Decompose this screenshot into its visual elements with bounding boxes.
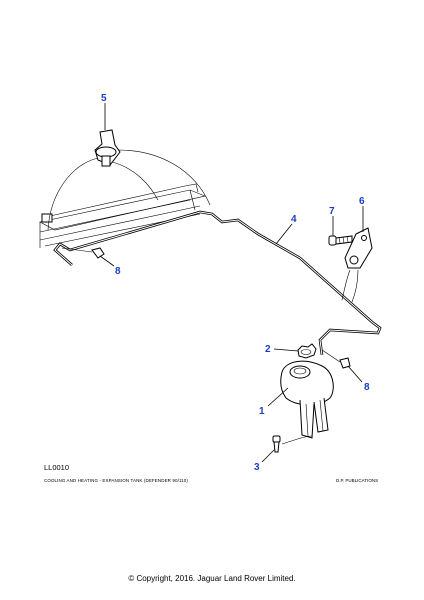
pipe-clip-left <box>61 247 105 259</box>
expansion-tank-part <box>280 360 334 439</box>
diagram-reference: LL0010 <box>44 463 70 472</box>
diagram-caption: COOLING AND HEATING - EXPANSION TANK (DE… <box>44 478 189 483</box>
publisher-label: D.P. PUBLICATIONS <box>336 478 379 483</box>
copyright-notice: © Copyright, 2016. Jaguar Land Rover Lim… <box>128 574 296 583</box>
callout-8-right: 8 <box>364 382 370 393</box>
bleed-valve-part <box>94 129 121 167</box>
drain-screw-part <box>272 435 313 453</box>
filler-cap-part <box>297 343 317 359</box>
callout-4: 4 <box>291 214 297 225</box>
overflow-pipe <box>53 210 382 356</box>
callout-labels: 5 4 7 6 8 2 8 1 3 <box>101 93 370 473</box>
callout-2: 2 <box>265 344 271 355</box>
radiator-outline <box>39 183 207 248</box>
callout-8-left: 8 <box>115 266 121 277</box>
callout-3: 3 <box>254 462 260 473</box>
pipe-clip-right <box>321 349 351 369</box>
bolt-part <box>328 235 353 246</box>
leader-lines <box>99 103 364 463</box>
callout-1: 1 <box>259 406 265 417</box>
callout-7: 7 <box>329 206 335 217</box>
mounting-bracket-part <box>341 227 373 303</box>
hose-arcs <box>47 149 211 231</box>
callout-6: 6 <box>359 196 365 207</box>
callout-5: 5 <box>101 93 107 104</box>
